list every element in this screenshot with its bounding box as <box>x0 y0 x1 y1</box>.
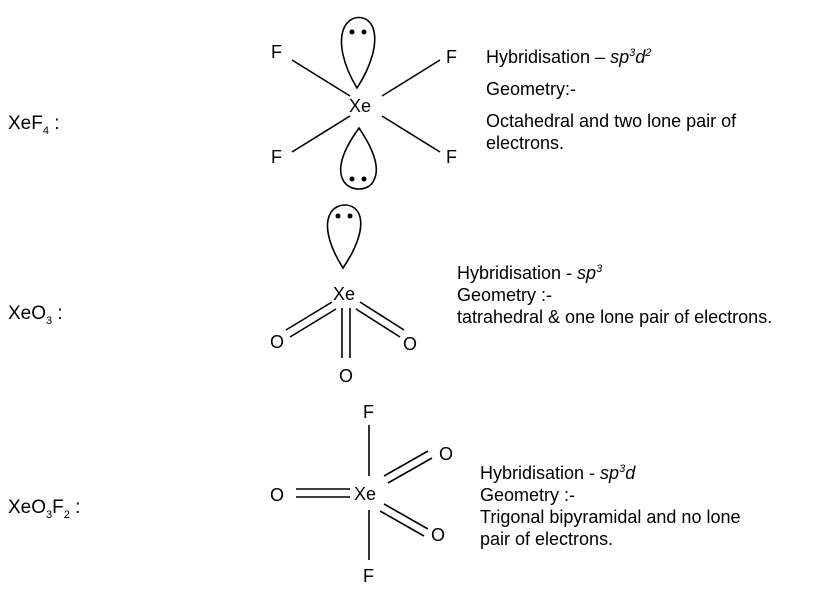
atom-f-top: F <box>363 402 374 422</box>
hybridisation-line: Hybridisation - sp3 <box>457 263 603 283</box>
atom-o-left: O <box>270 485 284 505</box>
atom-o-right: O <box>403 334 417 354</box>
atom-xe: Xe <box>354 484 376 504</box>
bond-xe-f-bottom-right <box>381 115 441 153</box>
atom-xe: Xe <box>349 96 371 116</box>
formula-xef4: XeF4 : <box>8 113 60 137</box>
hybridisation-line: Hybridisation - sp3d <box>480 463 636 483</box>
description-xeo3: Hybridisation - sp3 Geometry :- tatrahed… <box>457 258 772 328</box>
lone-pair-electron <box>361 176 367 182</box>
lone-pair-lobe-bottom <box>339 126 378 190</box>
bond-xe-o-upper-right <box>383 450 429 477</box>
lone-pair-electron <box>335 213 341 219</box>
lone-pair-electron <box>361 29 367 35</box>
bond-xe-o-right <box>355 308 401 338</box>
hybridisation-line: Hybridisation – sp3d2 <box>486 47 652 67</box>
geometry-description: electrons. <box>486 133 565 153</box>
atom-o-lower-right: O <box>431 525 445 545</box>
bond-xe-o-upper-right <box>387 457 433 484</box>
bond-xe-o-left <box>285 301 333 331</box>
atom-f-bottom-right: F <box>446 147 457 167</box>
bond-xe-f-top-right <box>381 59 441 97</box>
bond-xe-o-right <box>359 301 405 331</box>
bond-xe-o-lower-right <box>379 510 425 537</box>
geometry-description: tatrahedral & one lone pair of electrons… <box>457 307 773 327</box>
lone-pair-electron <box>349 29 355 35</box>
lone-pair-electron <box>347 213 353 219</box>
bond-xe-f-top-left <box>291 59 351 97</box>
geometry-label: Geometry:- <box>486 79 577 99</box>
atom-f-top-left: F <box>271 42 282 62</box>
lone-pair-electron <box>349 176 355 182</box>
formula-xeo3: XeO3 : <box>8 303 63 327</box>
geometry-description: Octahedral and two lone pair of <box>486 111 737 131</box>
atom-f-bottom-left: F <box>271 147 282 167</box>
geometry-description: pair of electrons. <box>480 529 614 549</box>
formula-xeo3f2: XeO3F2 : <box>8 497 81 521</box>
atom-o-bottom: O <box>339 366 353 386</box>
lone-pair-lobe-top <box>326 204 362 270</box>
bond-xe-o-lower-right <box>383 503 429 530</box>
geometry-label: Geometry :- <box>457 285 553 305</box>
bond-xe-o-left <box>289 308 337 338</box>
atom-xe: Xe <box>333 284 355 304</box>
atom-o-left: O <box>270 332 284 352</box>
geometry-label: Geometry :- <box>480 485 576 505</box>
geometry-description: Trigonal bipyramidal and no lone <box>480 507 741 527</box>
atom-f-bottom: F <box>363 566 374 586</box>
atom-o-upper-right: O <box>439 444 453 464</box>
atom-f-top-right: F <box>446 47 457 67</box>
description-xeo3f2: Hybridisation - sp3d Geometry :- Trigona… <box>480 458 741 550</box>
lone-pair-lobe-top <box>340 16 376 90</box>
description-xef4: Hybridisation – sp3d2 Geometry:- Octahed… <box>486 42 736 154</box>
bond-xe-f-bottom-left <box>291 115 351 153</box>
